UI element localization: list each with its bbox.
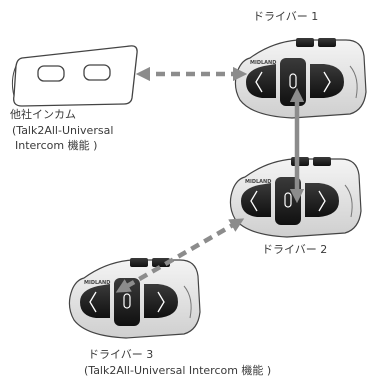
minus-button [291,157,309,166]
center-button [280,58,306,106]
other-intercom-mode-line1: (Talk2All-Universal [12,124,114,137]
right-button [310,64,344,98]
left-button [241,183,271,217]
other-intercom-device [11,45,138,107]
driver1-device: MIDLAND [234,38,367,119]
other-intercom-button-right [83,64,111,81]
plus-button [313,157,331,166]
minus-button [130,258,148,267]
left-button [246,64,276,98]
other-intercom-label: 他社インカム [10,108,76,121]
driver3-device: MIDLAND [68,258,201,339]
brand-logo: MIDLAND [245,179,271,185]
other-intercom-mode-line2: Intercom 機能 ) [15,139,98,152]
driver3-label: ドライバー 3 [88,348,154,361]
right-button [305,183,339,217]
plus-button [318,38,336,47]
driver1-label: ドライバー 1 [253,10,319,23]
driver3-mode-label: (Talk2All-Universal Intercom 機能 ) [84,364,272,377]
brand-logo: MIDLAND [250,60,276,66]
left-button [80,284,110,318]
minus-button [296,38,314,47]
brand-logo: MIDLAND [84,280,110,286]
driver2-label: ドライバー 2 [262,243,328,256]
arrow-driver2-to-driver3 [115,218,245,293]
other-intercom-button-left [37,65,65,82]
